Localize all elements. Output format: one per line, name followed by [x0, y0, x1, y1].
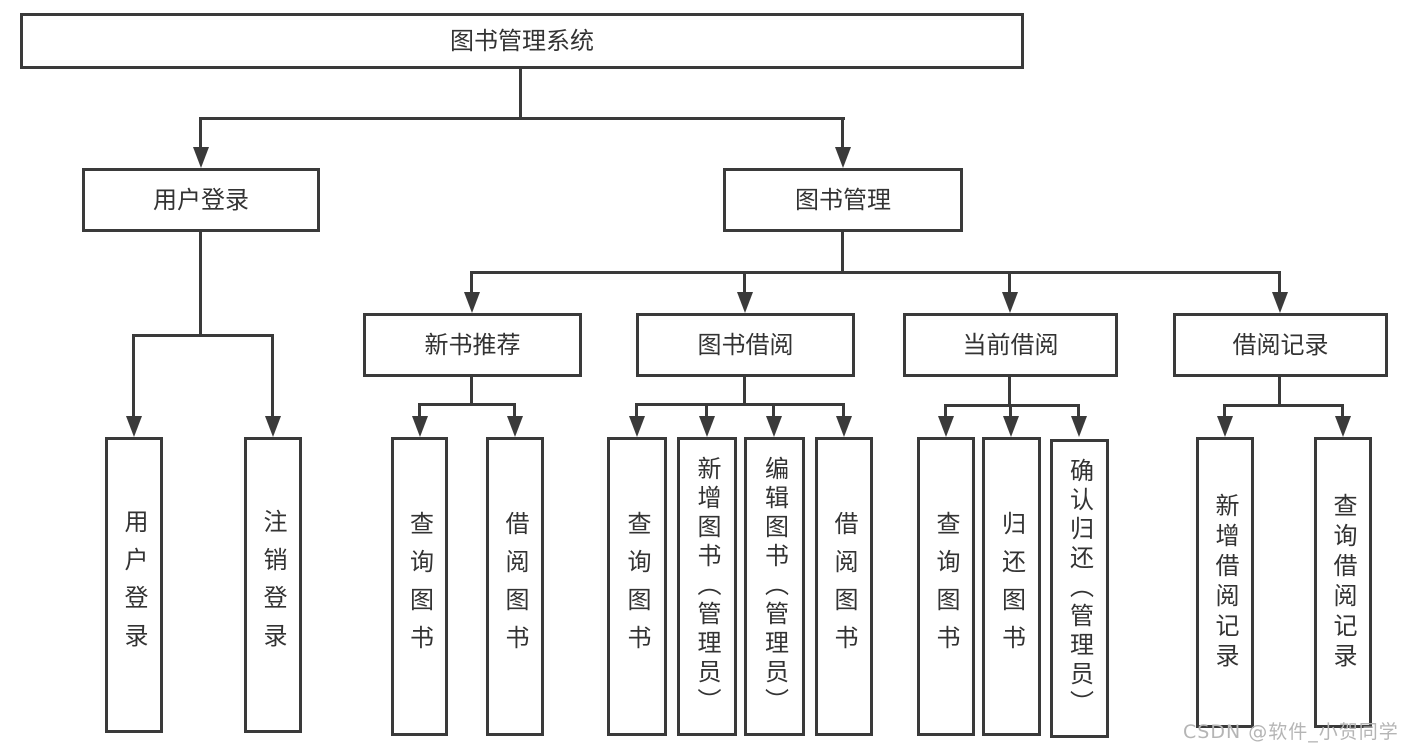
connector-stem — [271, 334, 274, 416]
arrowhead — [1335, 416, 1351, 437]
leaf-logout: 注销登录 — [244, 437, 302, 733]
leaf-recommend-query-books: 查询图书 — [391, 437, 448, 736]
connector-borrow-drop — [743, 377, 746, 405]
connector-records-rail — [1223, 404, 1344, 407]
connector-recommend-rail — [418, 403, 515, 406]
arrowhead — [265, 416, 281, 437]
arrowhead — [699, 416, 715, 437]
connector-stem — [1077, 404, 1080, 416]
leaf-query-borrow-record: 查询借阅记录 — [1314, 437, 1372, 728]
arrowhead — [193, 147, 209, 168]
leaf-borrow-query-books: 查询图书 — [607, 437, 667, 736]
arrowhead — [507, 416, 523, 437]
leaf-recommend-borrow-books: 借阅图书 — [486, 437, 544, 736]
node-user-login: 用户登录 — [82, 168, 320, 232]
connector-stem — [199, 117, 202, 147]
connector-stem — [1008, 271, 1011, 292]
connector-stem — [513, 403, 516, 416]
arrowhead — [629, 416, 645, 437]
connector-stem — [705, 403, 708, 416]
leaf-return-book: 归还图书 — [982, 437, 1041, 736]
leaf-borrow-borrow-books: 借阅图书 — [815, 437, 873, 736]
arrowhead — [737, 292, 753, 313]
arrowhead — [1003, 416, 1019, 437]
connector-stem — [841, 117, 844, 147]
connector-stem — [418, 403, 421, 416]
connector-stem — [1278, 271, 1281, 292]
arrowhead — [1071, 416, 1087, 437]
leaf-user-login: 用户登录 — [105, 437, 163, 733]
connector-stem — [772, 403, 775, 416]
arrowhead — [938, 416, 954, 437]
connector-current-drop — [1008, 377, 1011, 406]
connector-borrow-rail — [635, 403, 844, 406]
connector-stem — [635, 403, 638, 416]
leaf-add-book-admin: 新增图书（管理员） — [677, 437, 737, 736]
node-current-borrow: 当前借阅 — [903, 313, 1118, 377]
connector-stem — [132, 334, 135, 416]
arrowhead — [1217, 416, 1233, 437]
connector-login-drop — [199, 232, 202, 336]
leaf-add-borrow-record: 新增借阅记录 — [1196, 437, 1254, 728]
arrowhead — [412, 416, 428, 437]
connector-stem — [842, 403, 845, 416]
node-borrow-records: 借阅记录 — [1173, 313, 1388, 377]
node-new-book-recommend: 新书推荐 — [363, 313, 582, 377]
connector-mgmt-rail — [470, 271, 1280, 274]
arrowhead — [835, 147, 851, 168]
node-root: 图书管理系统 — [20, 13, 1024, 69]
leaf-edit-book-admin: 编辑图书（管理员） — [744, 437, 805, 736]
arrowhead — [1002, 292, 1018, 313]
connector-recommend-drop — [470, 377, 473, 405]
node-book-borrow: 图书借阅 — [636, 313, 855, 377]
connector-stem — [470, 271, 473, 292]
connector-records-drop — [1278, 377, 1281, 406]
connector-root-drop — [519, 69, 522, 118]
connector-level1-rail — [199, 117, 845, 120]
connector-login-rail — [132, 334, 274, 337]
connector-stem — [1009, 404, 1012, 416]
leaf-confirm-return-admin: 确认归还（管理员） — [1050, 439, 1109, 738]
leaf-current-query-books: 查询图书 — [917, 437, 975, 736]
connector-stem — [944, 404, 947, 416]
watermark: CSDN @软件_小贺同学 — [1183, 721, 1399, 743]
connector-stem — [1223, 404, 1226, 416]
connector-stem — [1341, 404, 1344, 416]
arrowhead — [1272, 292, 1288, 313]
connector-stem — [743, 271, 746, 292]
arrowhead — [464, 292, 480, 313]
arrowhead — [766, 416, 782, 437]
arrowhead — [126, 416, 142, 437]
node-book-management: 图书管理 — [723, 168, 963, 232]
arrowhead — [836, 416, 852, 437]
connector-mgmt-drop — [841, 232, 844, 274]
